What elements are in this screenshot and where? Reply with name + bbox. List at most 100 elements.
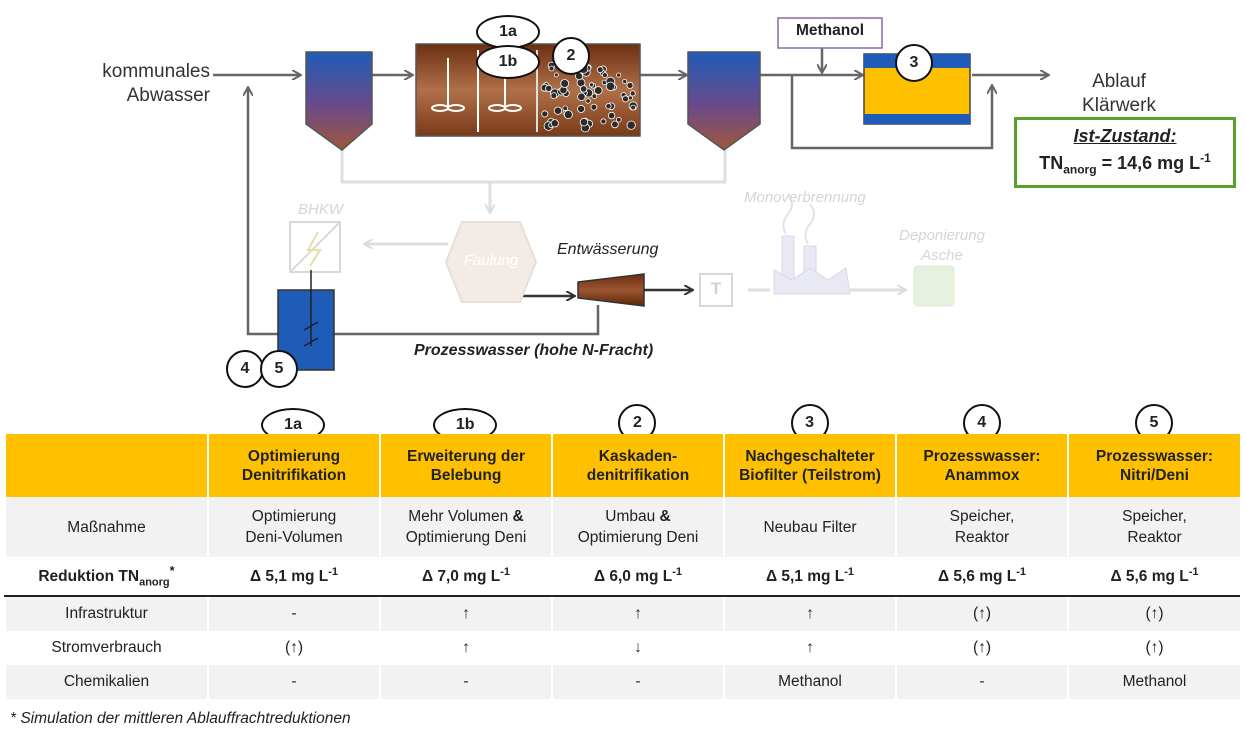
- massnahme-text: Speicher,: [1122, 508, 1187, 525]
- stromverbrauch-cell: (↑): [1067, 631, 1240, 665]
- biofilm-carrier-bubble: [626, 120, 636, 130]
- biofilm-carrier-bubble: [550, 92, 558, 99]
- header-title-line1: Prozesswasser:: [923, 447, 1041, 465]
- stromverbrauch-cell: ↑: [379, 631, 552, 665]
- reduktion-value: Δ 5,6 mg L: [1110, 568, 1189, 586]
- bhkw-icon: [289, 221, 341, 273]
- biofilm-carrier-bubble: [627, 95, 633, 101]
- header-empty-cell: [4, 434, 208, 497]
- massnahme-line1: Speicher,: [901, 506, 1063, 527]
- reduktion-unit-exp: -1: [1016, 565, 1027, 578]
- biofilm-carrier-bubble: [577, 104, 586, 113]
- reduktion-label-text: Reduktion TN: [38, 568, 140, 586]
- reduktion-cell: Δ 5,6 mg L-1: [895, 557, 1068, 597]
- stromverbrauch-cell: (↑): [207, 631, 380, 665]
- stromverbrauch-cell: ↓: [551, 631, 724, 665]
- reduktion-label-sub: anorg: [139, 576, 170, 589]
- reduktion-cell: Δ 6,0 mg L-1: [551, 557, 724, 597]
- massnahme-line1: Mehr Volumen &: [385, 506, 547, 527]
- marker-1a-diagram: 1a: [476, 15, 540, 49]
- massnahme-text: Mehr Volumen: [408, 508, 513, 525]
- process-flow-diagram: [213, 17, 1246, 371]
- massnahme-line2: Optimierung Deni: [577, 529, 699, 546]
- biofilm-carrier-bubble: [593, 86, 603, 95]
- massnahme-line1: Optimierung: [213, 506, 375, 527]
- deponierung-line2: Asche: [921, 247, 963, 264]
- secondary-clarifier: [687, 51, 761, 151]
- reduktion-unit-exp: -1: [844, 565, 855, 578]
- biofilm-carrier-bubble: [629, 90, 636, 97]
- biofilm-carrier-bubble: [611, 120, 619, 129]
- infrastruktur-cell: ↑: [551, 596, 724, 631]
- marker-5-diagram: 5: [260, 350, 298, 388]
- header-title-line2: Biofilter (Teilstrom): [739, 466, 881, 484]
- reduktion-unit-exp: -1: [500, 565, 511, 578]
- biofilm-carrier-bubble: [585, 98, 591, 104]
- influent-line2: Abwasser: [126, 85, 210, 106]
- stromverbrauch-cell: (↑): [895, 631, 1068, 665]
- chemikalien-cell: Methanol: [723, 665, 896, 699]
- biofilm-carrier-bubble: [600, 118, 607, 125]
- reduktion-value: Δ 5,1 mg L: [249, 568, 329, 586]
- methanol-box: [777, 17, 883, 49]
- effluent-label: Ablauf Klärwerk: [1064, 70, 1174, 118]
- row-label-infrastruktur: Infrastruktur: [4, 596, 208, 631]
- infrastruktur-cell: ↑: [723, 596, 896, 631]
- row-stromverbrauch: Stromverbrauch (↑)↑↓↑(↑)(↑): [4, 631, 1240, 665]
- chemikalien-cell: -: [551, 665, 724, 699]
- biofilm-carrier-bubble: [562, 105, 568, 112]
- marker-1b-diagram: 1b: [476, 45, 540, 79]
- massnahme-cell: Speicher,Reaktor: [1067, 497, 1240, 557]
- infrastruktur-cell: (↑): [1067, 596, 1240, 631]
- row-chemikalien: Chemikalien ---Methanol-Methanol: [4, 665, 1240, 699]
- biofilm-carrier-bubble: [605, 103, 612, 110]
- reduktion-value: Δ 5,1 mg L: [765, 568, 845, 586]
- biofilm-carrier-bubble: [591, 93, 598, 99]
- bhkw-label: BHKW: [298, 201, 343, 218]
- biofilm-carrier-bubble: [616, 72, 622, 78]
- header-col-3: Kaskaden-denitrifikation: [551, 434, 724, 497]
- header-title-line2: Nitri/Deni: [1120, 466, 1189, 484]
- main-flow-lines: [213, 48, 1048, 336]
- chemikalien-cell: -: [895, 665, 1068, 699]
- massnahme-cell: Neubau Filter: [723, 497, 896, 557]
- prozesswasser-label: Prozesswasser (hohe N-Fracht): [414, 342, 654, 359]
- biofilm-carrier-bubble: [615, 116, 622, 123]
- massnahme-line1: Neubau Filter: [729, 517, 891, 538]
- biofilm-carrier-bubble: [579, 117, 589, 127]
- biofilm-carrier-bubble: [579, 85, 588, 93]
- marker-2-diagram: 2: [552, 37, 590, 75]
- biofilm-carrier-bubble: [622, 79, 628, 85]
- massnahme-text: Speicher,: [949, 508, 1015, 525]
- header-title-line2: Belebung: [430, 466, 502, 484]
- footnote: * Simulation der mittleren Ablauffrachtr…: [10, 710, 351, 727]
- row-label-chemikalien: Chemikalien: [4, 665, 208, 699]
- reduktion-cell: Δ 5,1 mg L-1: [723, 557, 896, 597]
- biofilm-carrier-bubble: [607, 111, 616, 120]
- biofilm-carrier-bubble: [548, 65, 555, 72]
- reduktion-cell: Δ 5,1 mg L-1: [207, 557, 380, 597]
- massnahme-line2: Optimierung Deni: [405, 529, 527, 546]
- biofilm-carrier-bubble: [630, 104, 636, 111]
- massnahme-line2: Deni-Volumen: [245, 529, 343, 546]
- row-label-reduktion: Reduktion TNanorg*: [4, 557, 208, 597]
- dewatering-unit: [577, 273, 645, 307]
- header-col-5: Prozesswasser:Anammox: [895, 434, 1068, 497]
- ist-tn: TN: [1039, 153, 1064, 173]
- ist-zustand-box: Ist-Zustand: TNanorg = 14,6 mg L-1: [1014, 117, 1236, 188]
- entwaesserung-label: Entwässerung: [557, 241, 659, 258]
- massnahme-cell: Umbau &Optimierung Deni: [551, 497, 724, 557]
- biofilm-carrier-bubble: [605, 81, 616, 92]
- biofilm-carrier-bubble: [550, 119, 559, 128]
- massnahme-line2: Reaktor: [954, 529, 1010, 546]
- faulung-digester: [444, 221, 538, 303]
- massnahme-text: Optimierung: [251, 508, 337, 525]
- header-title-line1: Kaskaden-: [598, 447, 678, 465]
- massnahme-text: Umbau: [605, 508, 660, 525]
- influent-label: kommunales Abwasser: [86, 60, 210, 108]
- massnahme-ampersand: &: [512, 508, 524, 525]
- deponierung-label: Deponierung Asche: [886, 226, 998, 266]
- biofilm-carrier-bubble: [602, 72, 608, 78]
